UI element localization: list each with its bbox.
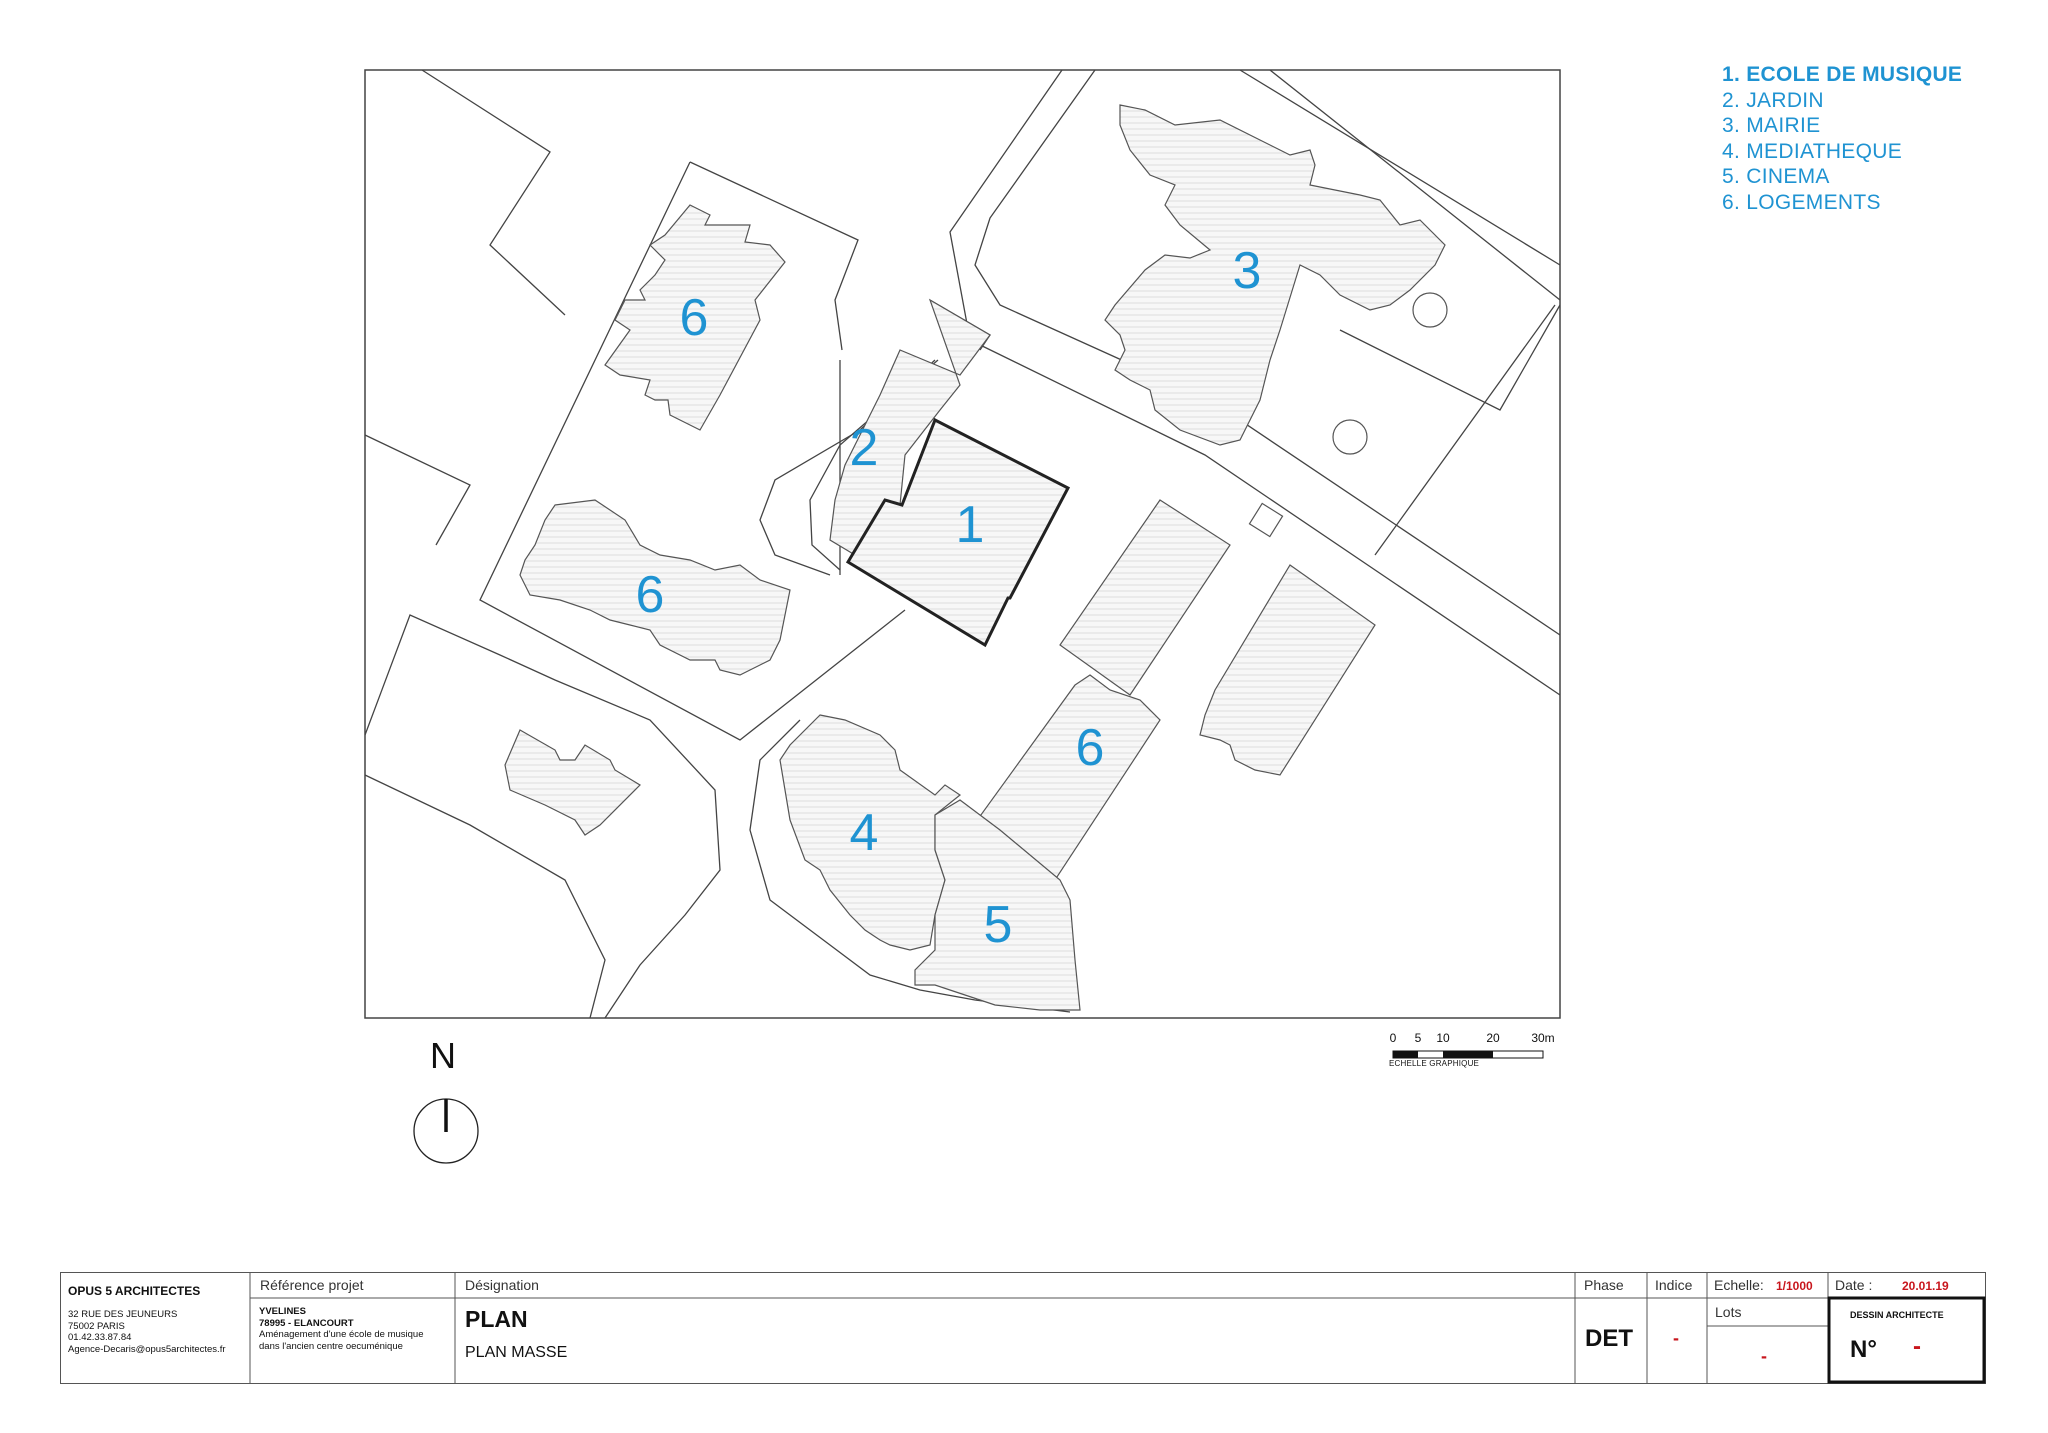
- plan-label-6c: 6: [1076, 719, 1105, 777]
- plan-label-3: 3: [1233, 242, 1262, 300]
- scale-tick: 10: [1436, 1031, 1450, 1045]
- firm-name: OPUS 5 ARCHITECTES: [68, 1284, 201, 1298]
- plan-label-5: 5: [984, 896, 1013, 954]
- north-compass: [413, 1098, 479, 1164]
- plan-label-4: 4: [850, 804, 879, 862]
- phase-label: Phase: [1584, 1277, 1624, 1293]
- lots-label: Lots: [1715, 1304, 1742, 1320]
- legend-item-2: 2. JARDIN: [1722, 88, 1824, 112]
- building-jardin: [829, 298, 991, 556]
- lots-value: -: [1761, 1346, 1767, 1366]
- building-mediatheque: [779, 714, 962, 951]
- legend-item-5: 5. CINEMA: [1722, 165, 1830, 189]
- building-logements-1: [604, 204, 786, 431]
- title-block: OPUS 5 ARCHITECTES 32 RUE DES JEUNEURS 7…: [60, 1272, 1986, 1384]
- echelle-value: 1/1000: [1776, 1279, 1813, 1293]
- plan-label-6a: 6: [680, 289, 709, 347]
- numero-value: -: [1913, 1333, 1921, 1360]
- building-cinema: [914, 799, 1081, 1011]
- reference-line: Aménagement d'une école de musique: [259, 1329, 424, 1340]
- plan-label-1: 1: [956, 496, 985, 554]
- firm-address-line: 01.42.33.87.84: [68, 1332, 132, 1343]
- reference-line: YVELINES: [259, 1306, 306, 1317]
- dessin-architecte-label: DESSIN ARCHITECTE: [1850, 1310, 1944, 1320]
- legend-list: 1. ECOLE DE MUSIQUE 2. JARDIN 3. MAIRIE …: [1722, 62, 1962, 216]
- building-ecole-de-musique: [845, 417, 1071, 648]
- firm-address-line: Agence-Decaris@opus5architectes.fr: [68, 1343, 226, 1355]
- building-lower-left: [504, 729, 641, 836]
- legend-item-3: 3. MAIRIE: [1722, 114, 1821, 138]
- building-right-block-2: [1199, 564, 1376, 776]
- mairie-round-2: [1332, 419, 1368, 455]
- mairie-round-1: [1412, 292, 1448, 328]
- scale-ticks: 0 5 10 20 30m: [1385, 1031, 1585, 1047]
- echelle-label: Echelle:: [1714, 1277, 1764, 1293]
- legend-item-4: 4. MEDIATHEQUE: [1722, 139, 1903, 163]
- north-label: N: [430, 1035, 456, 1076]
- firm-address: 32 RUE DES JEUNEURS 75002 PARIS 01.42.33…: [68, 1309, 226, 1355]
- building-right-block-1: [1059, 499, 1231, 696]
- reference-lines: YVELINES 78995 - ELANCOURT Aménagement d…: [259, 1306, 423, 1352]
- building-logements-2: [519, 499, 791, 676]
- plan-number-labels: 1 2 3 4 5 6 6 6: [636, 242, 1262, 954]
- reference-line: dans l'ancien centre oecuménique: [259, 1340, 403, 1352]
- firm-address-line: 75002 PARIS: [68, 1320, 125, 1332]
- legend-item-6: 6. LOGEMENTS: [1722, 190, 1881, 214]
- scale-bar: [1392, 1050, 1544, 1059]
- numero-label: N°: [1850, 1336, 1877, 1363]
- scale-caption: ECHELLE GRAPHIQUE: [1389, 1059, 1480, 1068]
- indice-value: -: [1673, 1328, 1679, 1348]
- reference-line: 78995 - ELANCOURT: [259, 1317, 354, 1329]
- scale-tick: 30m: [1531, 1031, 1555, 1045]
- road-kiosk: [1248, 502, 1284, 538]
- buildings: [504, 104, 1448, 1011]
- indice-label: Indice: [1655, 1277, 1693, 1293]
- date-label: Date :: [1835, 1277, 1873, 1293]
- phase-value: DET: [1585, 1325, 1633, 1352]
- scale-tick: 20: [1486, 1031, 1500, 1045]
- title-block-grid: [60, 1272, 1986, 1384]
- plan-frame: [364, 69, 1561, 1019]
- scale-tick: 0: [1389, 1031, 1397, 1045]
- firm-address-line: 32 RUE DES JEUNEURS: [68, 1309, 178, 1320]
- designation-title: PLAN: [465, 1306, 528, 1332]
- designation-subtitle: PLAN MASSE: [465, 1344, 568, 1361]
- building-mairie: [1104, 104, 1446, 446]
- plan-label-6b: 6: [636, 566, 665, 624]
- legend-item-1: 1. ECOLE DE MUSIQUE: [1722, 63, 1963, 86]
- reference-label: Référence projet: [260, 1277, 364, 1293]
- date-value: 20.01.19: [1902, 1279, 1949, 1293]
- plan-label-2: 2: [850, 419, 879, 477]
- scale-tick: 5: [1414, 1031, 1422, 1045]
- designation-label: Désignation: [465, 1277, 539, 1293]
